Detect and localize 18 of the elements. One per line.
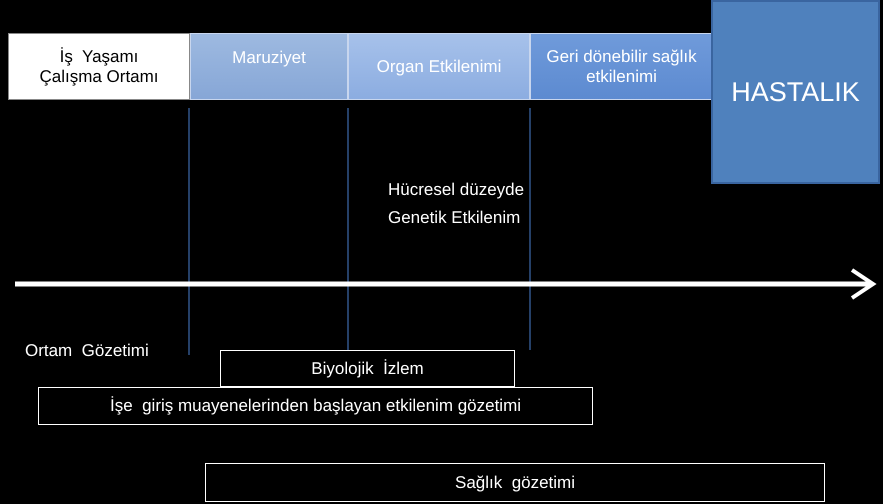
note-text: Ortam Gözetimi <box>25 340 150 362</box>
box-label: İş Yaşamı Çalışma Ortamı <box>38 46 160 86</box>
process-box <box>205 463 825 502</box>
stage-box <box>348 33 530 100</box>
stage-box <box>530 33 713 100</box>
box-label: Biyolojik İzlem <box>311 358 424 378</box>
note-text: Hücresel düzeyde Genetik Etkilenim <box>388 179 526 229</box>
stage-box <box>8 33 190 100</box>
box-label: Maruziyet <box>232 48 306 68</box>
process-box <box>220 350 515 387</box>
disease-box <box>711 0 880 184</box>
box-label: İşe giriş muayenelerinden başlayan etkilenim gözetimi <box>110 396 522 416</box>
box-label: HASTALIK <box>731 76 860 108</box>
box-label: Organ Etkilenimi <box>376 56 502 76</box>
box-label: Geri dönebilir sağlık etkilenimi <box>545 46 698 86</box>
process-box <box>38 387 593 425</box>
stage-box <box>190 33 348 100</box>
box-label: Sağlık gözetimi <box>455 472 575 492</box>
